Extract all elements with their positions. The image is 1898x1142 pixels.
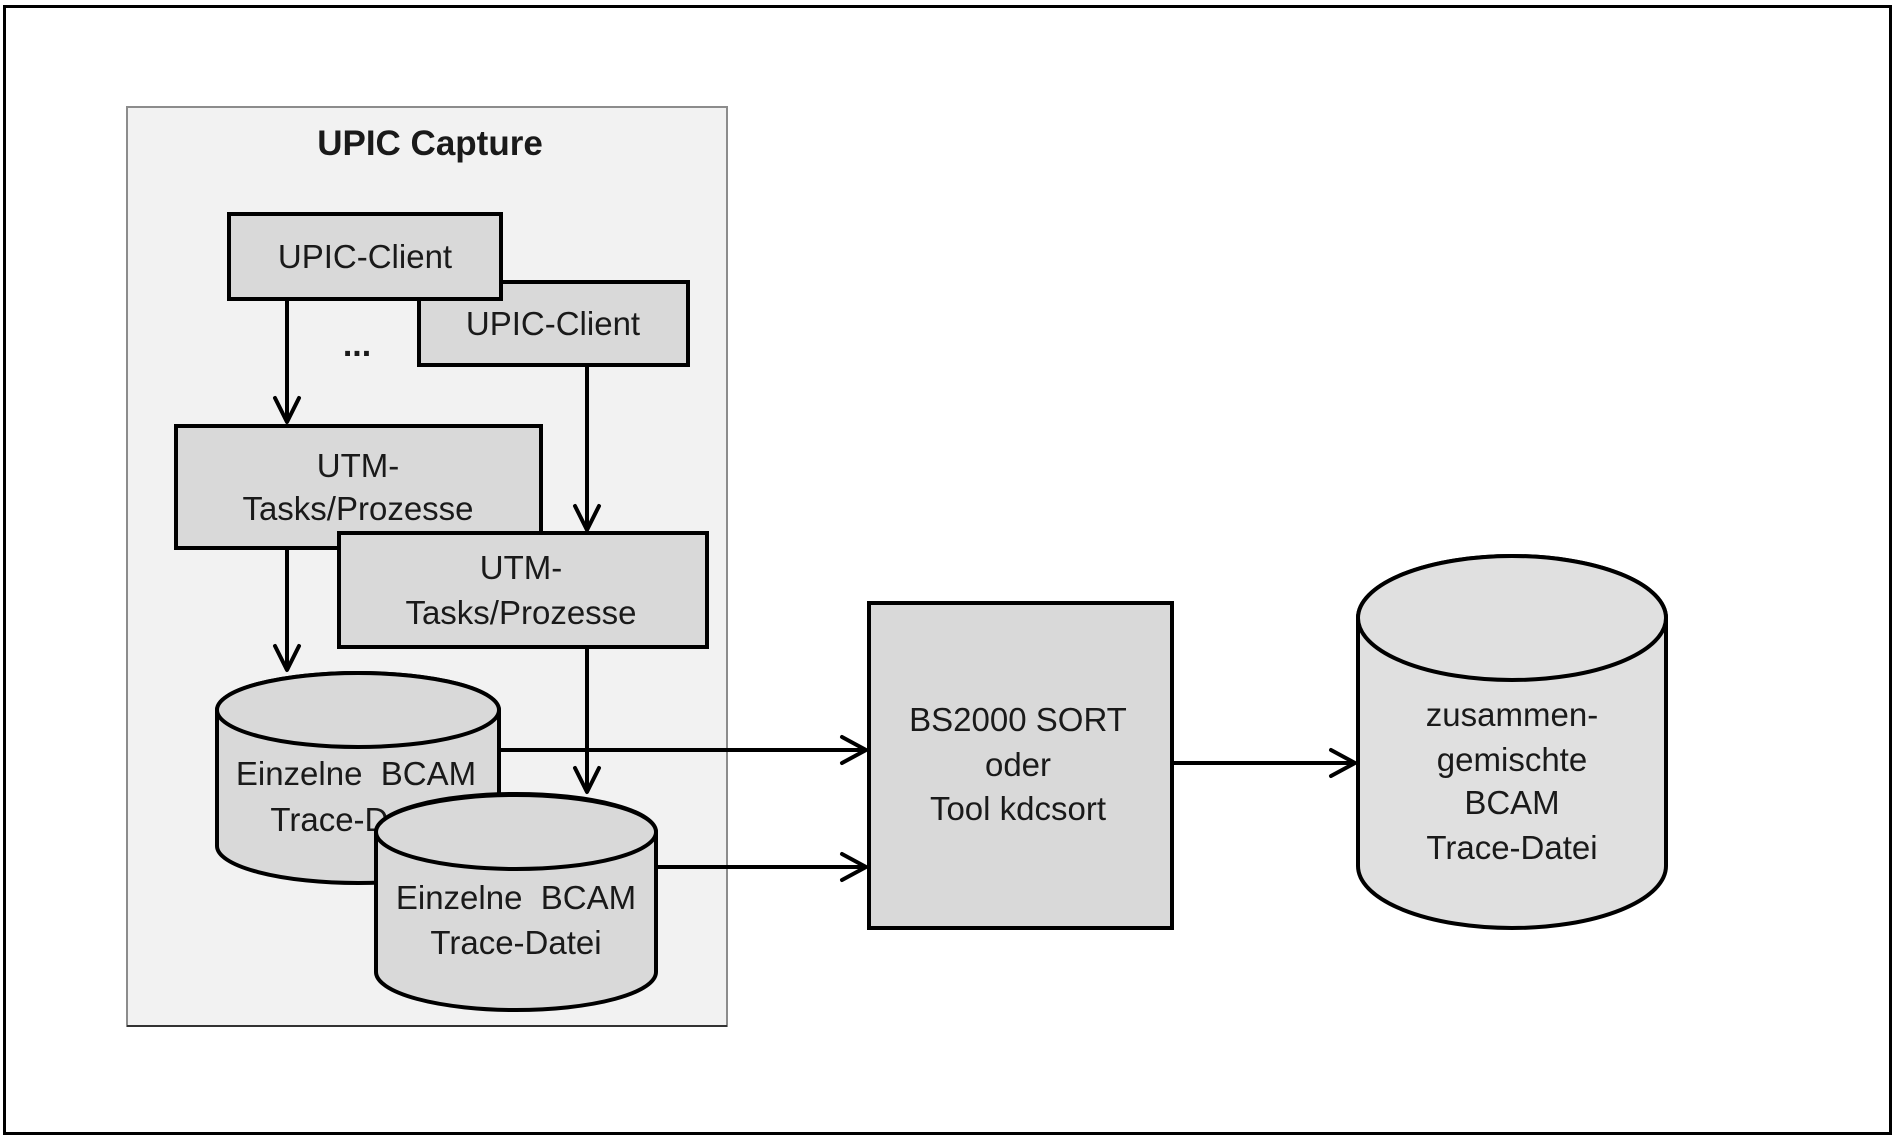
node-utm-tasks-2[interactable]: UTM- Tasks/Prozesse <box>337 531 709 649</box>
arrowhead-icon <box>573 766 601 794</box>
arrowhead-icon <box>840 852 868 882</box>
edge-client2-to-utm2 <box>573 366 601 532</box>
node-label-line-1: Einzelne BCAM <box>396 879 636 916</box>
node-label-line-3: BCAM <box>1464 784 1559 821</box>
node-sort[interactable]: BS2000 SORT oder Tool kdcsort <box>867 601 1174 930</box>
node-label-line-1: UTM- <box>317 447 399 484</box>
node-label-line-1: BS2000 SORT <box>909 701 1127 738</box>
arrowhead-icon <box>1329 748 1357 778</box>
node-label-line-4: Trace-Datei <box>1426 829 1597 866</box>
node-label-line-3: Tool kdcsort <box>930 790 1106 827</box>
node-upic-client-1-overlap: UPIC-Client <box>227 212 503 301</box>
edge-utm1-to-file1 <box>273 548 301 672</box>
node-label-line-1: zusammen- <box>1426 696 1598 733</box>
node-trace-file-2[interactable]: Einzelne BCAM Trace-Datei <box>374 792 658 1012</box>
arrowhead-icon <box>273 644 301 672</box>
node-label-line-2: Tasks/Prozesse <box>242 490 473 527</box>
ellipsis-more-clients: ... <box>343 326 371 364</box>
edge-file2-to-sort <box>657 852 868 882</box>
node-merged-file[interactable]: zusammen- gemischte BCAM Trace-Datei <box>1356 554 1668 930</box>
group-title: UPIC Capture <box>317 124 543 163</box>
arrowhead-icon <box>273 396 301 424</box>
node-label-line-2: Tasks/Prozesse <box>405 594 636 631</box>
edge-sort-to-merged <box>1172 748 1357 778</box>
node-label-line-2: Trace-Datei <box>430 924 601 961</box>
arrowhead-icon <box>573 504 601 532</box>
arrowhead-icon <box>840 735 868 765</box>
node-label-line-2: gemischte <box>1437 741 1587 778</box>
node-utm-tasks-1[interactable]: UTM- Tasks/Prozesse <box>174 424 543 550</box>
edge-client1-to-utm1 <box>273 300 301 424</box>
node-label: UPIC-Client <box>278 238 452 275</box>
edge-utm2-to-file2 <box>573 648 601 794</box>
node-label-line-1: UTM- <box>480 549 562 586</box>
node-label: UPIC-Client <box>466 305 640 342</box>
node-label-line-1: Einzelne BCAM <box>236 755 476 792</box>
edge-file1-to-sort <box>500 735 868 765</box>
node-label-line-2: oder <box>985 746 1051 783</box>
